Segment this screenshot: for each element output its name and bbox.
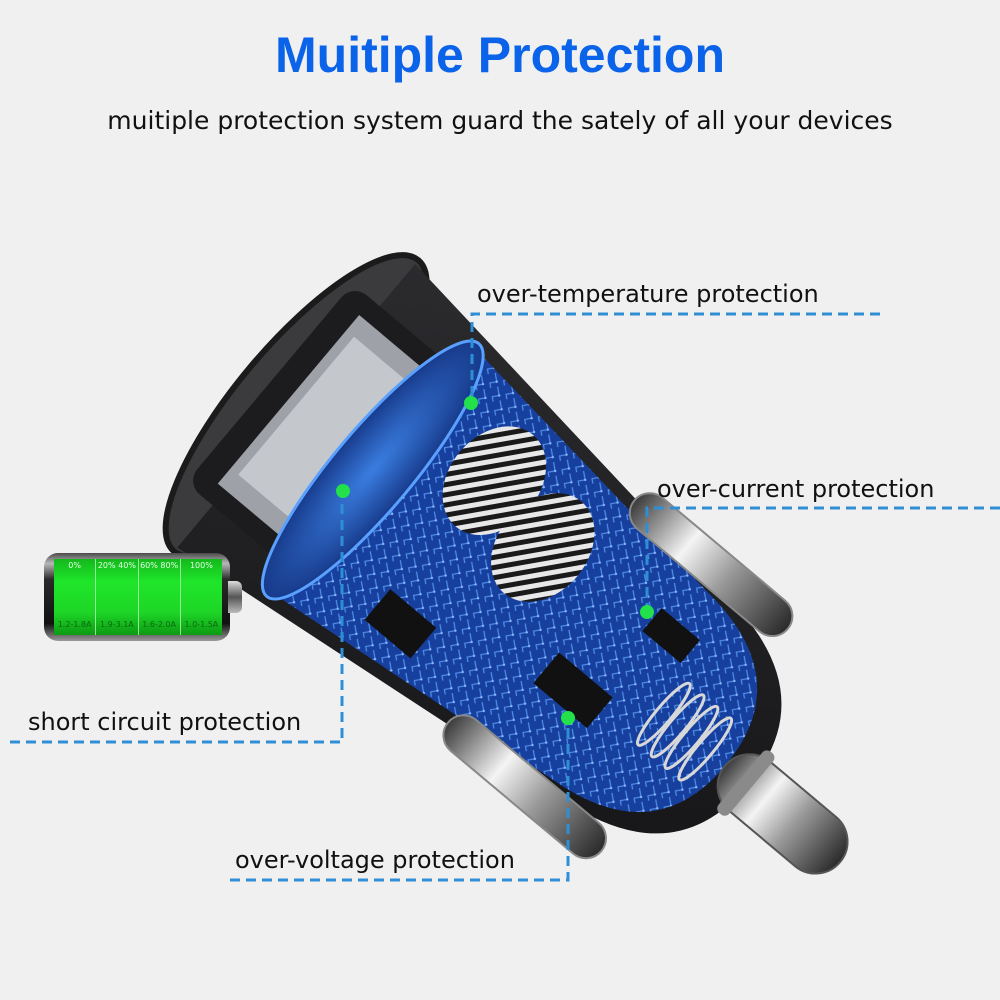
callout-over-current: over-current protection: [657, 475, 935, 503]
page-subtitle: muitiple protection system guard the sat…: [107, 106, 893, 135]
battery-terminal: [228, 581, 242, 613]
battery-current: 1.0-1.5A: [184, 620, 219, 629]
battery-current: 1.9-3.1A: [99, 620, 134, 629]
leader-line-over-temperature: [470, 312, 880, 400]
battery-charge-fill: 0% 1.2-1.8A 20% 40% 1.9-3.1A 60% 80% 1.6…: [54, 559, 222, 635]
page-title: Muitiple Protection: [275, 27, 725, 83]
marker-over-current: [640, 605, 654, 619]
battery-icon: 0% 1.2-1.8A 20% 40% 1.9-3.1A 60% 80% 1.6…: [44, 553, 244, 643]
marker-short-circuit: [336, 484, 350, 498]
marker-dots: [336, 396, 654, 725]
battery-segment: 0% 1.2-1.8A: [54, 559, 97, 635]
leader-lines: [10, 312, 1000, 882]
leader-line-short-circuit: [10, 492, 344, 744]
battery-percent: 100%: [189, 561, 213, 570]
battery-segment: 100% 1.0-1.5A: [181, 559, 222, 635]
leader-line-over-voltage: [230, 718, 570, 882]
battery-percent: 0%: [68, 561, 81, 570]
leader-line-over-current: [645, 506, 1000, 612]
battery-segment: 60% 80% 1.6-2.0A: [139, 559, 181, 635]
battery-segment: 20% 40% 1.9-3.1A: [96, 559, 139, 635]
battery-current: 1.2-1.8A: [57, 620, 92, 629]
battery-current: 1.6-2.0A: [142, 620, 177, 629]
callout-over-temperature: over-temperature protection: [477, 280, 819, 308]
battery-percent: 60% 80%: [140, 561, 179, 570]
callout-short-circuit: short circuit protection: [28, 708, 302, 736]
marker-over-voltage: [561, 711, 575, 725]
charger-body: [162, 252, 849, 875]
callout-over-voltage: over-voltage protection: [235, 846, 515, 874]
battery-percent: 20% 40%: [97, 561, 136, 570]
marker-over-temperature: [464, 396, 478, 410]
